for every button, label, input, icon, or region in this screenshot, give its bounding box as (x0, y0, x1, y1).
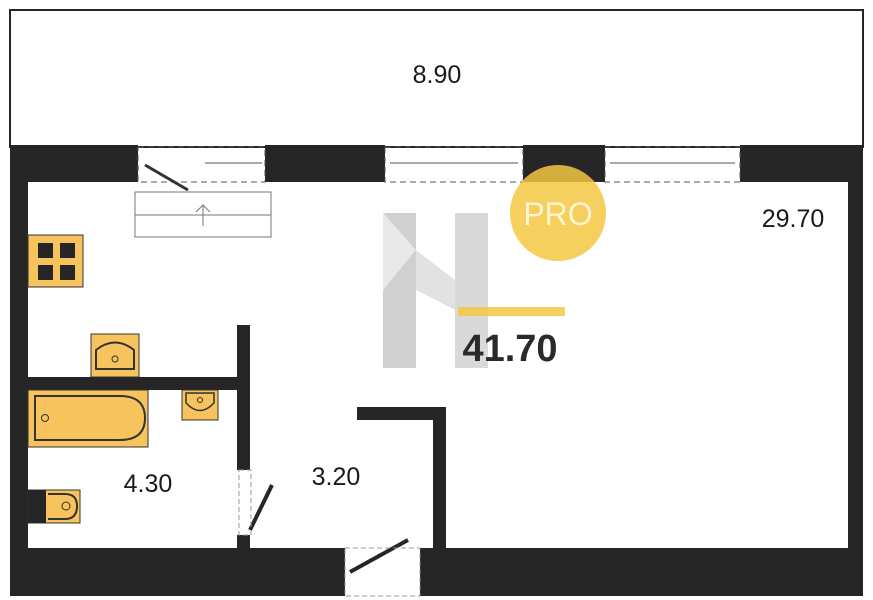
kitchen-sink (90, 333, 140, 378)
total-area: 41.70 (462, 328, 557, 370)
pro-badge-text: PRO (523, 196, 592, 232)
balcony-area: 8.90 (413, 61, 462, 89)
logo-underline (458, 307, 565, 316)
bathroom-sink (181, 389, 219, 421)
bathtub (27, 389, 149, 448)
balcony (9, 9, 864, 148)
room-area: 29.70 (762, 205, 825, 233)
doors (238, 469, 421, 597)
logo-watermark (383, 213, 488, 368)
hallway-area: 3.20 (312, 463, 361, 491)
stove (27, 234, 84, 288)
radiator (134, 191, 272, 238)
windows (137, 146, 741, 192)
bathroom-area: 4.30 (124, 470, 173, 498)
pro-badge (510, 165, 606, 261)
toilet (27, 489, 81, 524)
